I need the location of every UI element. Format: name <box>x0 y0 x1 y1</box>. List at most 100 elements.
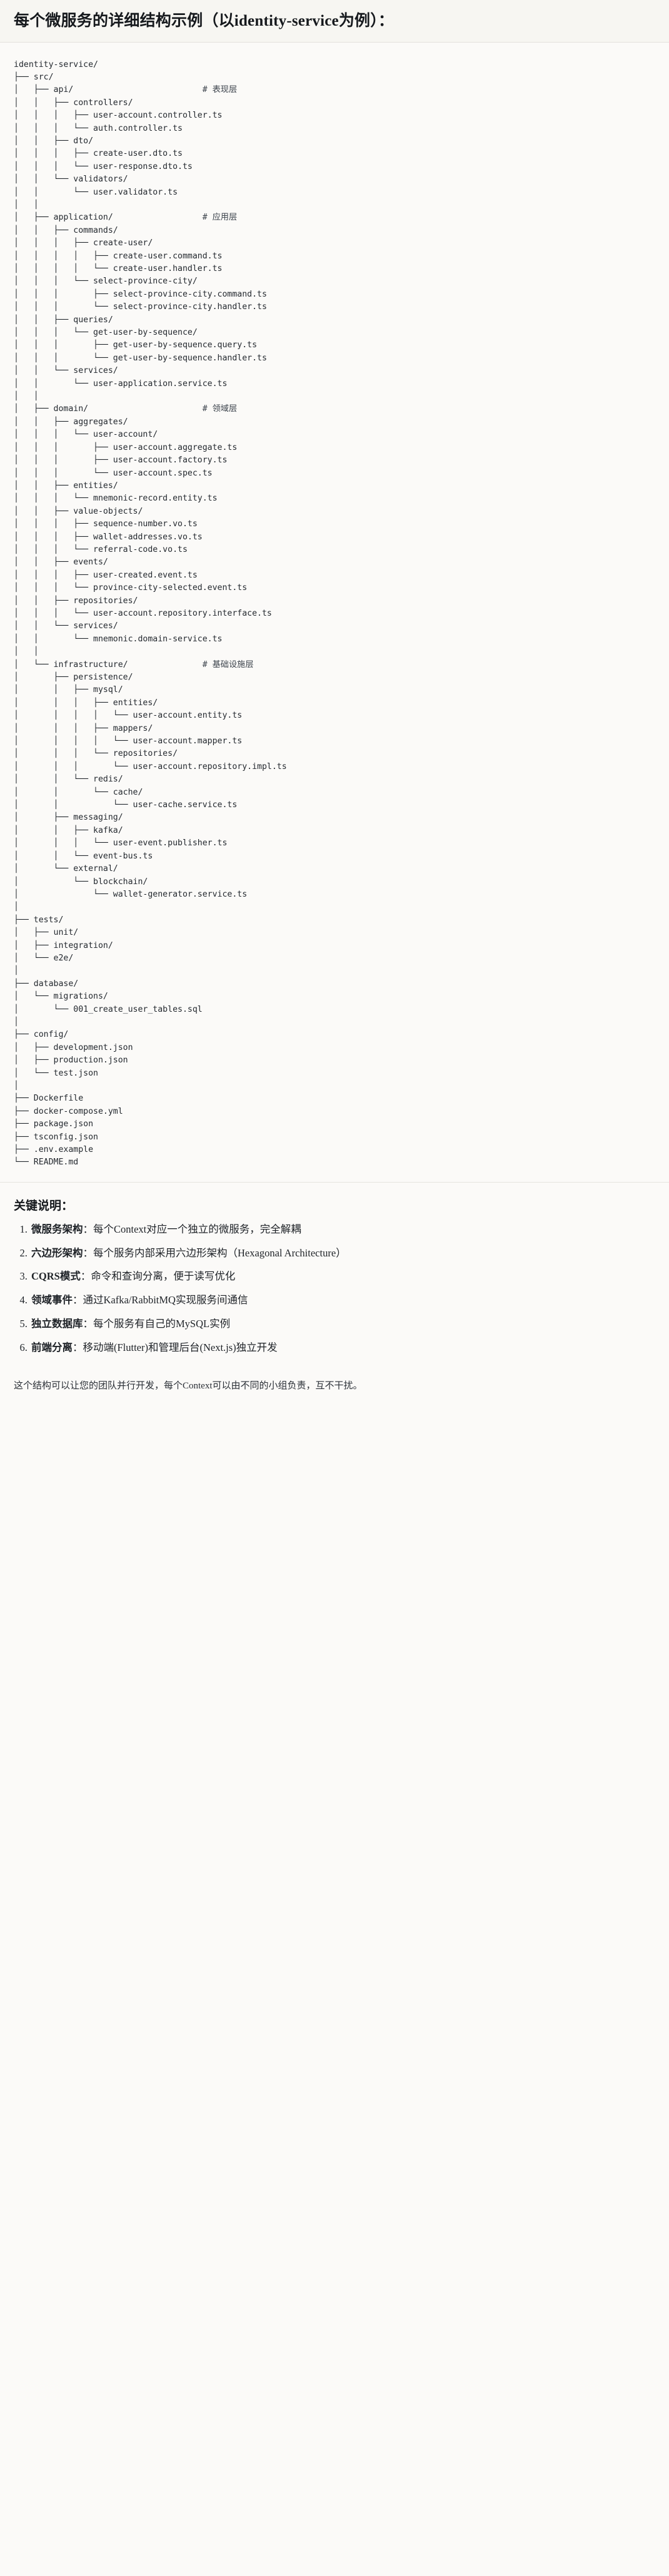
key-notes-list: 微服务架构：每个Context对应一个独立的微服务，完全解耦六边形架构：每个服务… <box>14 1222 655 1356</box>
key-note-desc: ：通过Kafka/RabbitMQ实现服务间通信 <box>73 1294 248 1306</box>
key-note-desc: ：每个Context对应一个独立的微服务，完全解耦 <box>83 1223 301 1235</box>
tree-line: │ └── infrastructure/ # 基础设施层 <box>14 659 254 669</box>
key-note-desc: ：移动端(Flutter)和管理后台(Next.js)独立开发 <box>73 1341 278 1353</box>
tree-line: │ <box>14 1017 19 1027</box>
tree-line: │ │ └── validators/ <box>14 175 128 185</box>
tree-line: identity-service/ <box>14 59 98 69</box>
tree-line: │ │ │ │ ├── create-user.command.ts <box>14 251 223 261</box>
tree-line: ├── src/ <box>14 72 54 82</box>
key-note-desc: ：命令和查询分离，便于读写优化 <box>80 1270 236 1283</box>
tree-line: │ │ ├── events/ <box>14 557 108 568</box>
tree-line: │ ├── persistence/ <box>14 673 133 682</box>
tree-line: │ │ │ └── auth.controller.ts <box>14 123 183 133</box>
tree-line: │ │ │ ├── user-created.event.ts <box>14 570 198 580</box>
key-note-term: 领域事件 <box>31 1294 73 1306</box>
tree-line: │ │ │ └── user-account.repository.impl.t… <box>14 761 287 771</box>
tree-line: │ │ │ └── select-province-city.handler.t… <box>14 302 267 312</box>
closing-paragraph: 这个结构可以让您的团队并行开发，每个Context可以由不同的小组负责，互不干扰… <box>14 1381 363 1392</box>
tree-line: │ │ │ ├── user-account.factory.ts <box>14 456 228 466</box>
tree-line: │ │ │ └── select-province-city/ <box>14 277 198 287</box>
tree-line: ├── database/ <box>14 979 79 989</box>
tree-line: │ │ │ └── user-response.dto.ts <box>14 161 193 171</box>
tree-line: │ │ │ ├── mappers/ <box>14 723 153 733</box>
tree-line: │ │ └── mnemonic.domain-service.ts <box>14 634 223 644</box>
tree-line: │ ├── development.json <box>14 1042 133 1052</box>
tree-line: │ │ ├── controllers/ <box>14 98 133 108</box>
tree-line: │ └── wallet-generator.service.ts <box>14 889 248 899</box>
tree-line: └── README.md <box>14 1158 79 1168</box>
tree-line: │ │ ├── commands/ <box>14 225 118 235</box>
tree-line: ├── Dockerfile <box>14 1094 84 1104</box>
tree-line: │ ├── domain/ # 领域层 <box>14 404 238 414</box>
tree-line: │ │ ├── repositories/ <box>14 596 138 606</box>
tree-line: │ │ <box>14 647 39 657</box>
tree-line: │ │ ├── queries/ <box>14 315 113 325</box>
tree-layer-comment: # 表现层 <box>202 85 238 95</box>
tree-line: │ │ │ └── user-account.repository.interf… <box>14 608 272 618</box>
tree-line: │ │ └── event-bus.ts <box>14 851 153 861</box>
tree-layer-comment: # 基础设施层 <box>202 659 254 669</box>
tree-line: │ │ └── services/ <box>14 366 118 376</box>
tree-line: │ │ │ │ └── user-account.entity.ts <box>14 711 243 721</box>
tree-line: │ └── test.json <box>14 1068 98 1078</box>
tree-line: │ │ └── redis/ <box>14 775 123 785</box>
key-note-term: CQRS模式 <box>31 1270 81 1283</box>
tree-line: │ │ │ ├── create-user/ <box>14 238 153 248</box>
page-title: 每个微服务的详细结构示例（以identity-service为例）： <box>14 13 395 29</box>
key-notes-title: 关键说明： <box>14 1199 74 1213</box>
tree-line: │ │ │ ├── get-user-by-sequence.query.ts <box>14 340 258 350</box>
tree-line: │ │ <box>14 392 39 402</box>
tree-line: │ │ │ ├── select-province-city.command.t… <box>14 289 267 299</box>
tree-line: │ │ │ └── user-event.publisher.ts <box>14 838 228 848</box>
directory-tree: identity-service/ ├── src/ │ ├── api/ # … <box>14 59 655 1169</box>
tree-line: │ │ <box>14 200 39 210</box>
tree-line: │ └── migrations/ <box>14 992 108 1002</box>
tree-line: ├── docker-compose.yml <box>14 1106 123 1116</box>
tree-line: │ ├── unit/ <box>14 928 79 938</box>
tree-line: │ │ └── cache/ <box>14 787 143 797</box>
tree-line: │ │ │ └── get-user-by-sequence.handler.t… <box>14 353 267 363</box>
tree-line: │ │ ├── entities/ <box>14 481 118 491</box>
document-header: 每个微服务的详细结构示例（以identity-service为例）： <box>0 0 669 43</box>
tree-line: │ │ │ │ └── user-account.mapper.ts <box>14 736 243 746</box>
tree-line: │ │ └── user-application.service.ts <box>14 379 228 389</box>
tree-line: │ ├── messaging/ <box>14 813 123 823</box>
key-note-desc: ：每个服务有自己的MySQL实例 <box>83 1317 231 1330</box>
tree-line: │ │ │ └── repositories/ <box>14 749 178 759</box>
tree-line: │ │ │ └── user-account/ <box>14 430 158 440</box>
directory-tree-block: identity-service/ ├── src/ │ ├── api/ # … <box>0 42 669 1182</box>
key-note-item: 六边形架构：每个服务内部采用六边形架构（Hexagonal Architectu… <box>30 1246 655 1261</box>
tree-line: │ │ ├── mysql/ <box>14 685 123 695</box>
tree-line: │ │ │ │ └── create-user.handler.ts <box>14 264 223 273</box>
tree-line: │ │ │ └── province-city-selected.event.t… <box>14 583 248 593</box>
tree-line: │ ├── integration/ <box>14 940 113 950</box>
key-note-term: 独立数据库 <box>31 1317 83 1330</box>
tree-layer-comment: # 领域层 <box>202 404 238 414</box>
key-note-term: 微服务架构 <box>31 1223 83 1235</box>
tree-line: │ │ │ ├── entities/ <box>14 698 158 708</box>
key-notes-section: 关键说明： 微服务架构：每个Context对应一个独立的微服务，完全解耦六边形架… <box>0 1181 669 1369</box>
tree-line: │ <box>14 966 19 976</box>
key-note-item: 独立数据库：每个服务有自己的MySQL实例 <box>30 1316 655 1332</box>
tree-line: │ │ │ ├── create-user.dto.ts <box>14 149 183 159</box>
directory-tree-code: identity-service/ ├── src/ │ ├── api/ # … <box>14 59 655 1169</box>
tree-line: │ │ │ ├── user-account.aggregate.ts <box>14 442 238 452</box>
tree-line: ├── tsconfig.json <box>14 1132 98 1142</box>
tree-line: │ │ │ └── mnemonic-record.entity.ts <box>14 494 218 504</box>
tree-line: │ │ │ └── referral-code.vo.ts <box>14 544 188 554</box>
key-note-desc: ：每个服务内部采用六边形架构（Hexagonal Architecture） <box>83 1246 346 1259</box>
tree-line: ├── tests/ <box>14 915 64 925</box>
tree-line: │ <box>14 1081 19 1091</box>
tree-line: │ │ │ ├── user-account.controller.ts <box>14 111 223 121</box>
tree-line: │ <box>14 902 19 912</box>
key-note-term: 前端分离 <box>31 1341 73 1353</box>
tree-line: │ └── 001_create_user_tables.sql <box>14 1004 203 1014</box>
tree-line: │ │ └── user-cache.service.ts <box>14 800 238 810</box>
tree-line: │ └── e2e/ <box>14 953 74 963</box>
tree-line: │ │ ├── kafka/ <box>14 825 123 835</box>
key-note-term: 六边形架构 <box>31 1246 83 1259</box>
tree-line: │ ├── api/ # 表现层 <box>14 85 238 95</box>
tree-line: ├── config/ <box>14 1030 69 1040</box>
key-note-item: 领域事件：通过Kafka/RabbitMQ实现服务间通信 <box>30 1293 655 1308</box>
tree-line: │ └── external/ <box>14 864 118 874</box>
